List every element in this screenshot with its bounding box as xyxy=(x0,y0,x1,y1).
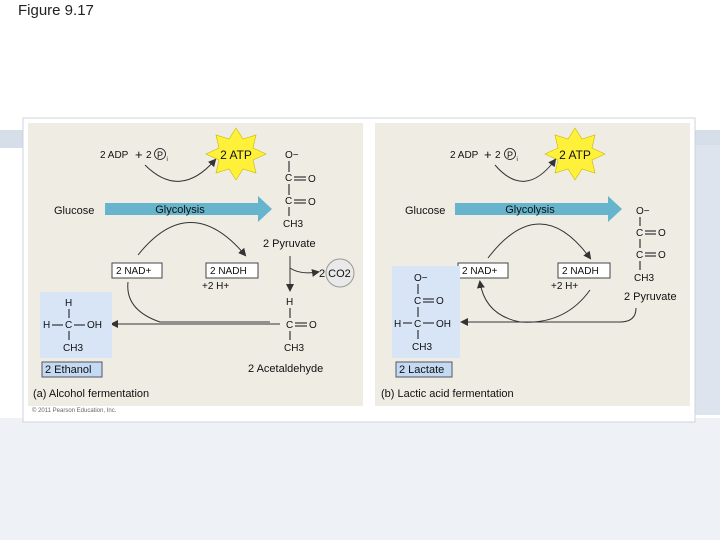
lactate-c2: C xyxy=(414,319,421,330)
ethanol-h-left: H xyxy=(43,320,50,331)
acetaldehyde-o: O xyxy=(309,320,317,331)
nad-label: 2 NAD+ xyxy=(116,266,151,277)
lactate-c1: C xyxy=(414,296,421,307)
pyruvate-o2: O xyxy=(658,250,666,261)
ethanol-ch3: CH3 xyxy=(63,343,83,354)
lactate-molecule: O− C O H C OH CH3 xyxy=(394,273,451,353)
pyruvate-ch3: CH3 xyxy=(283,219,303,230)
pyruvate-o1: O xyxy=(308,174,316,185)
adp-to-atp-arrow xyxy=(494,158,557,182)
acetaldehyde-c: C xyxy=(286,320,293,331)
ethanol-h-top: H xyxy=(65,298,72,309)
co2-bubble xyxy=(325,258,355,288)
pyruvate-c1: C xyxy=(636,228,643,239)
acetaldehyde-molecule: H C O CH3 xyxy=(284,297,317,354)
panel-b-caption: (b) Lactic acid fermentation xyxy=(381,388,514,400)
pi-count: 2 xyxy=(495,150,501,161)
pyruvate-c1: C xyxy=(285,173,292,184)
pyruvate-o2: O xyxy=(308,197,316,208)
phosphate-subscript: i xyxy=(517,157,518,163)
adp-label: 2 ADP xyxy=(450,150,479,161)
co2-release-arrow xyxy=(289,267,320,277)
panel-b-background xyxy=(375,123,690,406)
acetaldehyde-label: 2 Acetaldehyde xyxy=(248,363,323,375)
nad-reduction-arc xyxy=(487,223,592,260)
pyruvate-label: 2 Pyruvate xyxy=(624,291,677,303)
plus-sign: + xyxy=(484,147,492,162)
pi-count: 2 xyxy=(146,150,152,161)
pyruvate-to-lactate-arrow xyxy=(460,307,637,326)
nad-box xyxy=(111,262,163,279)
nad-label: 2 NAD+ xyxy=(462,266,497,277)
lactate-label-box xyxy=(395,361,453,378)
phosphate-letter: P xyxy=(507,150,513,160)
phosphate-subscript: i xyxy=(167,157,168,163)
pyruvate-molecule: O− C O C O CH3 xyxy=(283,150,316,230)
ethanol-c: C xyxy=(65,320,72,331)
ethanol-label-box xyxy=(41,361,103,378)
slide-title: Figure 9.17 xyxy=(18,2,94,19)
acetaldehyde-h: H xyxy=(286,297,293,308)
panel-alcohol-fermentation: 2 ATP 2 ADP + 2 P i Glycolysis Glucose O… xyxy=(28,123,363,406)
pyruvate-molecule: O− C O C O CH3 xyxy=(634,206,666,284)
background-band-bottom xyxy=(0,418,720,540)
nadh-oxidation-arc xyxy=(127,281,270,323)
lactate-molecule-box xyxy=(392,266,460,358)
lactate-o-minus: O− xyxy=(414,273,428,284)
copyright-credit: © 2011 Pearson Education, Inc. xyxy=(32,408,117,414)
lactate-ch3: CH3 xyxy=(412,342,432,353)
phosphate-letter: P xyxy=(157,150,163,160)
glucose-label: Glucose xyxy=(54,205,94,217)
atp-burst xyxy=(544,127,606,181)
co2-label: 2 CO2 xyxy=(319,268,351,280)
pyruvate-o-minus: O− xyxy=(636,206,650,217)
pyruvate-ch3: CH3 xyxy=(634,273,654,284)
adp-label: 2 ADP xyxy=(100,150,129,161)
atp-burst xyxy=(205,127,267,181)
ethanol-molecule: H H C OH CH3 xyxy=(43,298,102,354)
glycolysis-label: Glycolysis xyxy=(505,204,555,216)
glycolysis-arrow xyxy=(105,196,272,222)
pyruvate-c2: C xyxy=(285,196,292,207)
nadh-box xyxy=(205,262,259,279)
glycolysis-label: Glycolysis xyxy=(155,204,205,216)
nadh-label: 2 NADH xyxy=(562,266,599,277)
background-band-right xyxy=(694,145,720,415)
panel-a-caption: (a) Alcohol fermentation xyxy=(33,388,149,400)
nadh-box xyxy=(557,262,611,279)
nadh-label: 2 NADH xyxy=(210,266,247,277)
pyruvate-o1: O xyxy=(658,228,666,239)
panel-lactic-acid-fermentation: 2 ATP 2 ADP + 2 P i Glycolysis Glucose O… xyxy=(375,123,690,406)
atp-label: 2 ATP xyxy=(220,148,252,162)
h-plus-label: +2 H+ xyxy=(202,281,229,292)
phosphate-icon xyxy=(504,148,516,160)
atp-label: 2 ATP xyxy=(559,148,591,162)
plus-sign: + xyxy=(135,147,143,162)
glycolysis-arrow xyxy=(455,196,622,222)
acetaldehyde-ch3: CH3 xyxy=(284,343,304,354)
glucose-label: Glucose xyxy=(405,205,445,217)
ethanol-oh: OH xyxy=(87,320,102,331)
nad-reduction-arc xyxy=(137,222,247,257)
lactate-oh: OH xyxy=(436,319,451,330)
h-plus-label: +2 H+ xyxy=(551,281,578,292)
pyruvate-label: 2 Pyruvate xyxy=(263,238,316,250)
pyruvate-o-minus: O− xyxy=(285,150,299,161)
lactate-h: H xyxy=(394,319,401,330)
panel-a-background xyxy=(28,123,363,406)
lactate-o1: O xyxy=(436,296,444,307)
phosphate-icon xyxy=(154,148,166,160)
pyruvate-c2: C xyxy=(636,250,643,261)
nadh-oxidation-arc xyxy=(476,280,591,323)
adp-to-atp-arrow xyxy=(144,158,217,182)
ethanol-label: 2 Ethanol xyxy=(45,364,91,376)
lactate-label: 2 Lactate xyxy=(399,364,444,376)
